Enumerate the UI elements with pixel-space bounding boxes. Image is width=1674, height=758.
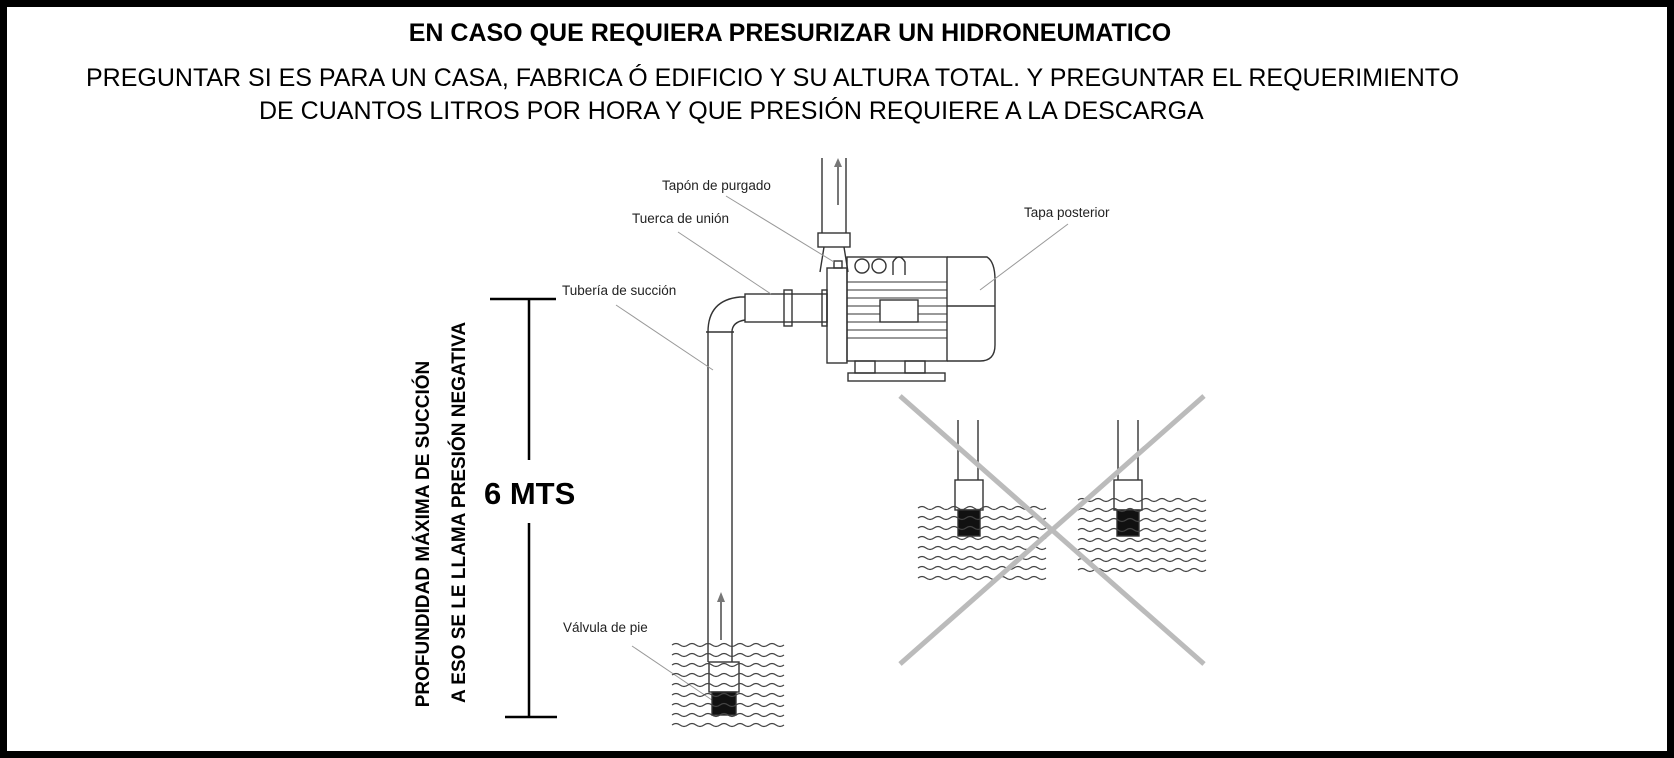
water-wave [917, 565, 1047, 571]
water-wave [1077, 507, 1207, 513]
pump-motor [826, 256, 996, 382]
water-wave [671, 682, 785, 688]
label-foot-valve: Válvula de pie [563, 620, 648, 635]
water-wave [1077, 517, 1207, 523]
depth-caption-1: PROFUNDIDAD MÁXIMA DE SUCCIÓN [413, 360, 434, 708]
water-wave [1077, 547, 1207, 553]
page-title: EN CASO QUE REQUIERA PRESURIZAR UN HIDRO… [408, 19, 1172, 47]
water-wave [917, 555, 1047, 561]
label-union-nut: Tuerca de unión [632, 211, 730, 226]
instruction-line-2: DE CUANTOS LITROS POR HORA Y QUE PRESIÓN… [259, 97, 1204, 125]
water-wave [1077, 497, 1207, 503]
water-wave [917, 525, 1047, 531]
suction-pipe [706, 289, 828, 662]
water-wave [1077, 537, 1207, 543]
instruction-line-1: PREGUNTAR SI ES PARA UN CASA, FABRICA Ó … [86, 64, 1460, 92]
discharge-pipe [817, 158, 851, 273]
label-rear-cover: Tapa posterior [1024, 205, 1110, 220]
depth-caption-2: A ESO SE LE LLAMA PRESIÓN NEGATIVA [449, 321, 470, 703]
water-wave [917, 515, 1047, 521]
water-wave [671, 652, 785, 658]
cross-out-x [898, 394, 1206, 666]
water-wave [671, 642, 785, 648]
label-suction-pipe: Tubería de succión [562, 283, 677, 298]
depth-value: 6 MTS [484, 476, 576, 511]
water-wave [1077, 557, 1207, 563]
water-wave [671, 722, 785, 728]
water-wave [917, 545, 1047, 551]
water-wave [671, 662, 785, 668]
label-purge-plug: Tapón de purgado [662, 178, 771, 193]
water-wave [671, 702, 785, 708]
leader-lines [615, 195, 1069, 701]
water-wave [917, 575, 1047, 581]
water-wave [917, 535, 1047, 541]
water-wave [917, 505, 1047, 511]
dimension-line [490, 297, 557, 719]
water-wave [671, 712, 785, 718]
water-wave [671, 672, 785, 678]
water-wave [1077, 527, 1207, 533]
foot-valve [708, 661, 740, 716]
water-wave [671, 692, 785, 698]
